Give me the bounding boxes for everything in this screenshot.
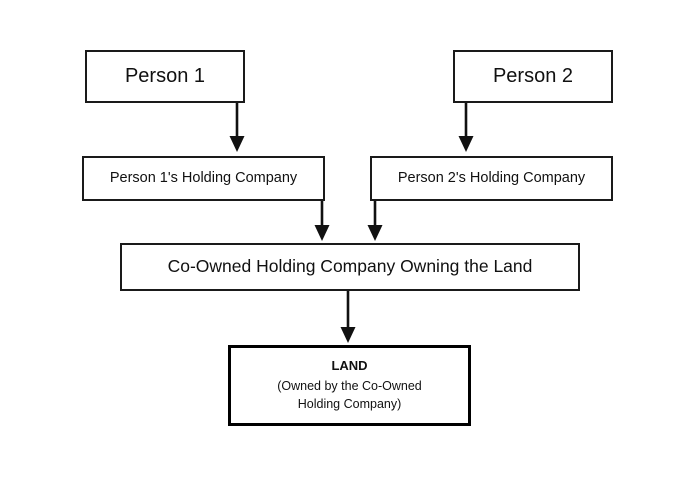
- node-person-1-label: Person 1: [124, 65, 206, 87]
- node-land-subtitle-line-2: Holding Company): [297, 397, 402, 412]
- node-land-subtitle-line-1: (Owned by the Co-Owned: [277, 379, 422, 393]
- node-person-1-holding-company[interactable]: Person 1's Holding Company: [82, 156, 325, 201]
- arrow-person2-to-holding2: [458, 103, 474, 152]
- node-person-2-holding-company-label: Person 2's Holding Company: [397, 170, 586, 187]
- node-person-2[interactable]: Person 2: [453, 50, 613, 103]
- arrow-coowned-to-land: [340, 291, 356, 343]
- node-person-2-label: Person 2: [492, 65, 574, 87]
- node-co-owned-holding-company[interactable]: Co-Owned Holding Company Owning the Land: [120, 243, 580, 291]
- node-land-title: LAND: [331, 357, 368, 373]
- node-land[interactable]: LAND (Owned by the Co-Owned Holding Comp…: [228, 345, 471, 426]
- node-co-owned-holding-company-label: Co-Owned Holding Company Owning the Land: [167, 256, 533, 277]
- arrow-person1-to-holding1: [229, 103, 245, 152]
- arrow-holding2-to-coowned: [367, 201, 383, 241]
- node-person-2-holding-company[interactable]: Person 2's Holding Company: [370, 156, 613, 201]
- arrow-holding1-to-coowned: [314, 201, 330, 241]
- node-person-1[interactable]: Person 1: [85, 50, 245, 103]
- node-person-1-holding-company-label: Person 1's Holding Company: [109, 170, 298, 187]
